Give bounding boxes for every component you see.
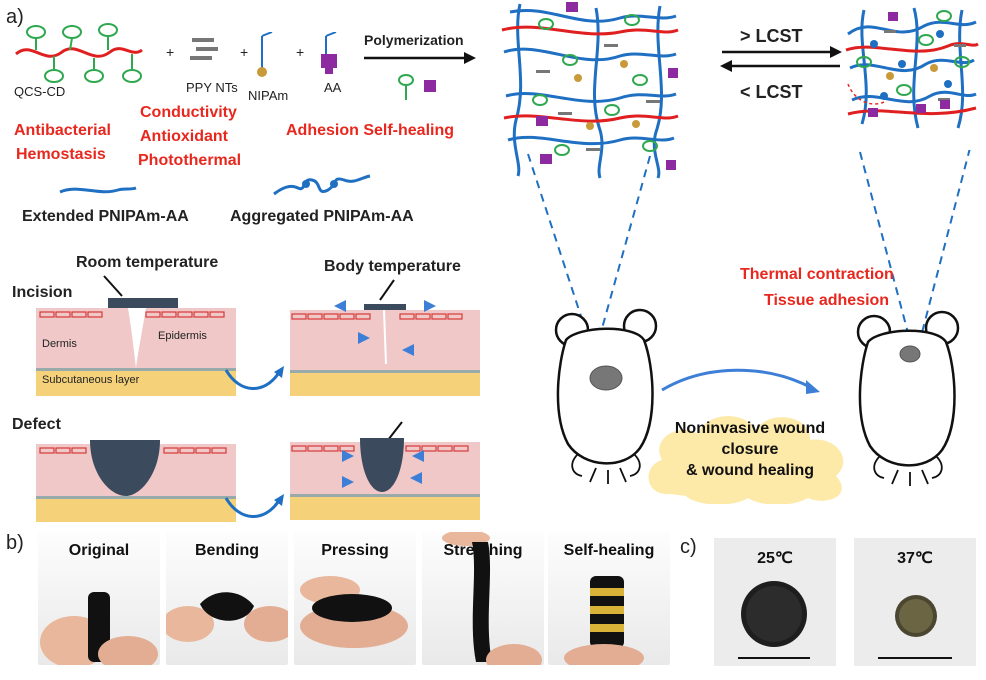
noninvasive-line-2: closure — [721, 441, 779, 458]
prop-conductivity: Conductivity — [140, 104, 237, 121]
prop-photothermal: Photothermal — [138, 152, 242, 169]
extended-network — [501, 2, 679, 179]
hydrogel-37c-image — [878, 595, 952, 659]
cloud-shape — [648, 416, 844, 504]
photo-self-healing-caption: Self-healing — [563, 542, 655, 559]
photo-original: Original — [38, 532, 160, 665]
photo-pressing-caption: Pressing — [321, 542, 389, 559]
legend-aggregated: Aggregated PNIPAm-AA — [230, 208, 414, 225]
hydrogel-bending-image — [166, 592, 288, 642]
qcs-cd-icon — [15, 23, 143, 83]
prop-hemostasis: Hemostasis — [16, 146, 106, 163]
epidermis-label: Epidermis — [158, 330, 207, 342]
body-temp-label: Body temperature — [324, 258, 461, 275]
nipam-label: NIPAm — [248, 88, 289, 103]
ppy-nts-icon — [190, 38, 218, 60]
qcs-cd-label: QCS-CD — [14, 84, 66, 99]
hydrogel-self-healing-image — [564, 576, 644, 665]
photo-37c: 37℃ — [854, 538, 976, 666]
hydrogel-stretching-image — [442, 532, 542, 665]
photo-self-healing: Self-healing — [548, 532, 670, 665]
defect-body-temp-diagram — [290, 421, 480, 520]
photo-25c-caption: 25℃ — [757, 550, 793, 567]
defect-label: Defect — [12, 416, 61, 433]
ppy-nts-label: PPY NTs — [186, 80, 238, 95]
hydrogel-pressing-image — [300, 576, 408, 648]
legend-extended: Extended PNIPAm-AA — [22, 208, 189, 225]
mouse-before-icon — [554, 308, 658, 484]
plus-sign-1: + — [166, 44, 175, 60]
mouse-transition-arrow — [661, 368, 820, 394]
noninvasive-line-3: & wound healing — [686, 462, 814, 479]
curve-arrow-1 — [224, 366, 284, 390]
curve-arrow-2 — [224, 494, 284, 518]
photo-bending: Bending — [166, 532, 288, 665]
above-lcst-label: > LCST — [740, 26, 803, 46]
aggregated-chain-icon — [273, 174, 371, 196]
hydrogel-25c-image — [738, 581, 810, 659]
photo-25c: 25℃ — [714, 538, 836, 666]
polymerization-arrow — [364, 52, 476, 100]
nipam-icon — [257, 32, 273, 77]
subcutaneous-label: Subcutaneous layer — [42, 374, 140, 386]
extended-chain-icon — [59, 186, 137, 194]
noninvasive-caption: Noninvasive wound closure & wound healin… — [650, 418, 850, 481]
polymerization-label: Polymerization — [364, 32, 464, 48]
aa-icon — [321, 32, 337, 74]
incision-body-temp-diagram — [290, 279, 480, 396]
photo-stretching: Stretching — [422, 532, 544, 665]
incision-label: Incision — [12, 284, 73, 301]
panel-b-label: b) — [6, 532, 24, 554]
hydrogel-original-image — [40, 592, 158, 665]
aa-label: AA — [324, 80, 342, 95]
plus-sign-3: + — [296, 44, 305, 60]
tissue-adhesion-label: Tissue adhesion — [764, 292, 890, 309]
aggregated-network — [845, 7, 979, 129]
photo-pressing: Pressing — [294, 532, 416, 665]
photo-original-caption: Original — [68, 542, 130, 559]
panel-c-label: c) — [680, 536, 697, 558]
photo-bending-caption: Bending — [195, 542, 259, 559]
prop-antibacterial: Antibacterial — [14, 122, 111, 139]
plus-sign-2: + — [240, 44, 249, 60]
dermis-label: Dermis — [42, 338, 77, 350]
lcst-equilibrium-arrows — [720, 46, 842, 72]
below-lcst-label: < LCST — [740, 82, 803, 102]
prop-adhesion-selfhealing: Adhesion Self-healing — [286, 122, 455, 139]
photo-37c-caption: 37℃ — [897, 550, 933, 567]
mouse-after-icon — [856, 310, 960, 486]
room-temp-label: Room temperature — [76, 254, 219, 271]
prop-antioxidant: Antioxidant — [140, 128, 228, 145]
panel-a-label: a) — [6, 6, 24, 28]
noninvasive-line-1: Noninvasive wound — [674, 420, 826, 437]
defect-room-temp-diagram — [36, 440, 236, 522]
thermal-contraction-label: Thermal contraction — [740, 266, 894, 283]
incision-room-temp-diagram — [36, 275, 236, 396]
